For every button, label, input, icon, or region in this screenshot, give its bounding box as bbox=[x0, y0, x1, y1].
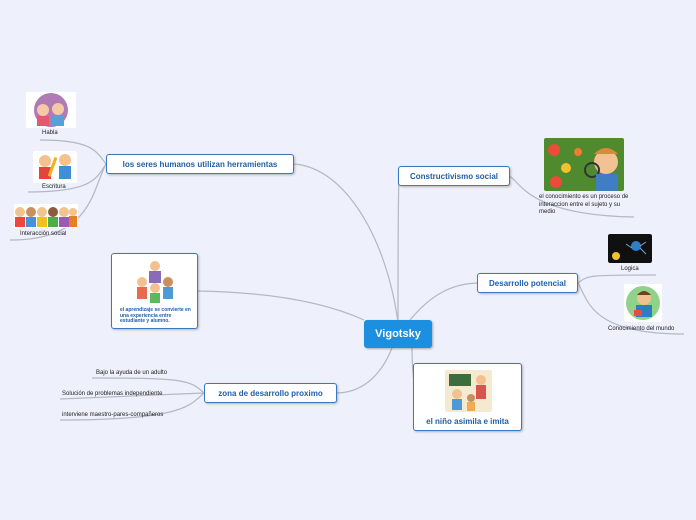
root-label: Vigotsky bbox=[375, 328, 421, 340]
imita-image bbox=[445, 370, 492, 412]
aprendizaje-caption: el aprendizaje se convierte en una exper… bbox=[120, 307, 191, 324]
connector-herr-interaccion bbox=[9, 163, 107, 241]
leaf-conocimiento-proceso: el conocimiento es un proceso de interac… bbox=[539, 194, 629, 215]
escritura-image bbox=[33, 151, 77, 183]
node-potencial-label: Desarrollo potencial bbox=[489, 278, 566, 288]
connector-root-herramientas bbox=[291, 163, 399, 323]
node-herramientas-label: los seres humanos utilizan herramientas bbox=[122, 159, 278, 169]
leaf-solucion-problemas: Solución de problemas independiente bbox=[62, 391, 163, 397]
leaf-interviene: interviene maestro-pares-compañeros bbox=[62, 412, 164, 418]
connector-root-potencial bbox=[409, 282, 478, 321]
node-imita-card[interactable]: el niño asimila e imita bbox=[413, 363, 522, 431]
connector-cons-c1 bbox=[508, 175, 635, 218]
node-imita-label: el niño asimila e imita bbox=[426, 417, 509, 426]
connector-root-aprendizaje bbox=[196, 290, 365, 321]
root-node[interactable]: Vigotsky bbox=[364, 320, 432, 348]
leaf-escritura: Escritura bbox=[42, 184, 66, 190]
node-herramientas[interactable]: los seres humanos utilizan herramientas bbox=[106, 154, 294, 174]
node-zona[interactable]: zona de desarrollo proximo bbox=[204, 383, 337, 403]
leaf-logica: Logica bbox=[621, 266, 639, 272]
connector-pot-logica bbox=[577, 274, 657, 284]
connector-zona-c3 bbox=[59, 392, 205, 421]
connector-herr-escritura bbox=[27, 163, 107, 193]
leaf-conocimiento-mundo: Conocimiento del mundo bbox=[608, 326, 675, 332]
node-constructivismo[interactable]: Constructivismo social bbox=[398, 166, 510, 186]
interaccion-image bbox=[14, 204, 78, 228]
logica-image bbox=[608, 234, 652, 263]
connector-root-constructivismo bbox=[397, 175, 400, 321]
connector-pot-mundo bbox=[577, 282, 685, 335]
node-potencial[interactable]: Desarrollo potencial bbox=[477, 273, 578, 293]
connector-zona-c1 bbox=[91, 377, 205, 394]
connector-herr-habla bbox=[39, 139, 107, 165]
connector-root-zona bbox=[335, 347, 393, 394]
mundo-image bbox=[624, 284, 662, 322]
node-aprendizaje-card[interactable]: el aprendizaje se convierte en una exper… bbox=[111, 253, 198, 329]
leaf-habla: Habla bbox=[42, 130, 58, 136]
constructivismo-image bbox=[544, 138, 624, 191]
node-zona-label: zona de desarrollo proximo bbox=[218, 388, 323, 398]
leaf-interaccion-social: Interacción social bbox=[20, 231, 67, 237]
leaf-bajo-ayuda: Bajo la ayuda de un adulto bbox=[96, 370, 168, 376]
habla-image bbox=[26, 92, 76, 128]
connector-zona-c2 bbox=[59, 392, 205, 400]
aprendizaje-image bbox=[134, 258, 176, 304]
node-constructivismo-label: Constructivismo social bbox=[409, 171, 499, 181]
